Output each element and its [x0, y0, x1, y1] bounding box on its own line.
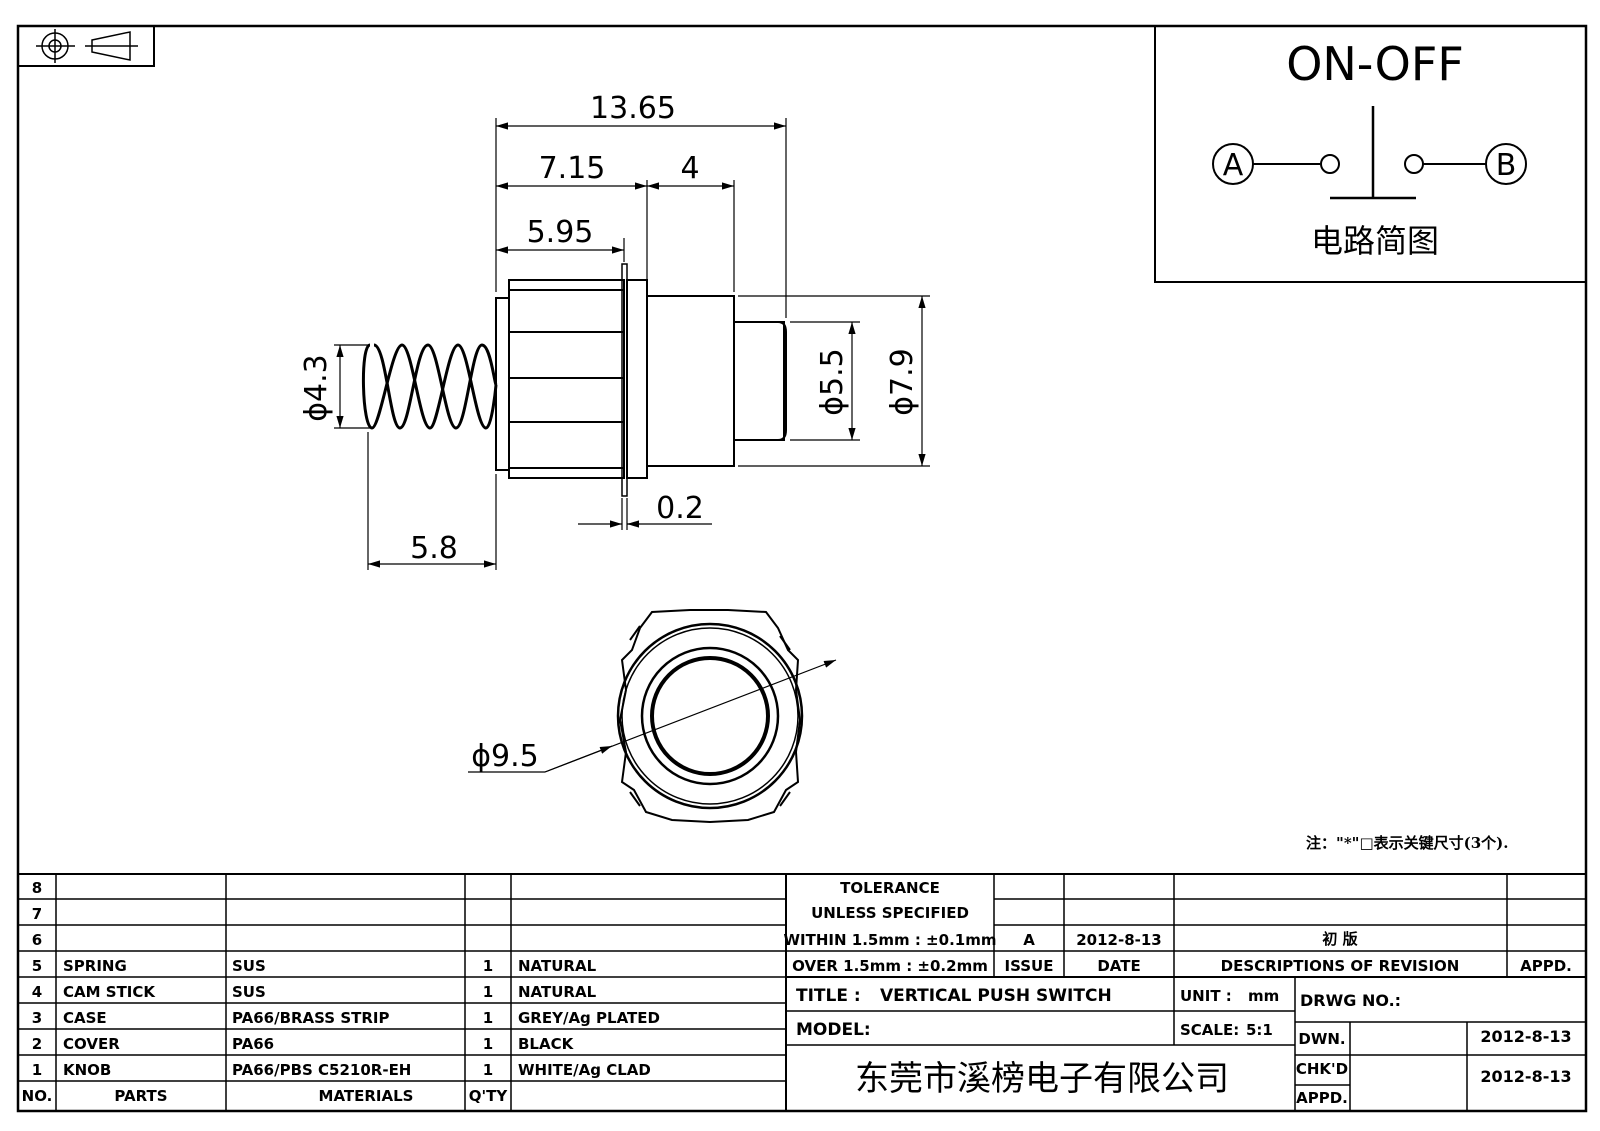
- bom-header-no: NO.: [22, 1087, 53, 1105]
- bom-header-materials: MATERIALS: [319, 1087, 414, 1105]
- drwg-no-label: DRWG NO.:: [1300, 991, 1401, 1010]
- bom-row-8-no: 8: [32, 879, 42, 897]
- dimension-labels: 13.65 7.15 4 5.95 ϕ4.3 ϕ5.5 ϕ7.9 0.2 5.8: [299, 91, 920, 566]
- bom-row-3-finish: GREY/Ag PLATED: [518, 1009, 660, 1027]
- terminal-b-label: B: [1496, 148, 1517, 183]
- dim-flange-dia: ϕ9.5: [471, 739, 539, 774]
- circuit-diagram: ON-OFF A B 电路简图: [1154, 25, 1587, 283]
- bom-row-4-qty: 1: [483, 983, 493, 1001]
- dim-cover-dia: ϕ7.9: [885, 348, 920, 416]
- title-block-grid: [18, 873, 1586, 1111]
- model-label: MODEL:: [796, 1020, 871, 1040]
- unit-label: UNIT :: [1180, 987, 1232, 1005]
- spring-drawing: [361, 343, 498, 430]
- circuit-title: ON-OFF: [1286, 37, 1464, 91]
- title-info: TITLE : VERTICAL PUSH SWITCH UNIT : mm D…: [796, 986, 1572, 1107]
- dim-case-length: 5.95: [527, 215, 594, 250]
- bom-row-5-finish: NATURAL: [518, 957, 597, 975]
- bom-row-2-qty: 1: [483, 1035, 493, 1053]
- dwn-date: 2012-8-13: [1480, 1027, 1571, 1046]
- bom-row-4-finish: NATURAL: [518, 983, 597, 1001]
- key-dimension-note: 注："*"□表示关键尺寸(3个).: [1306, 834, 1509, 852]
- bom-row-2-no: 2: [32, 1035, 42, 1053]
- bom-row-5-material: SUS: [232, 957, 266, 975]
- chkd-date: 2012-8-13: [1480, 1067, 1571, 1086]
- bom-row-3-material: PA66/BRASS STRIP: [232, 1009, 390, 1027]
- bom-row-4-no: 4: [32, 983, 42, 1001]
- dwn-label: DWN.: [1298, 1030, 1345, 1048]
- dim-knob-dia: ϕ5.5: [815, 348, 850, 416]
- bom-row-2-finish: BLACK: [518, 1035, 575, 1053]
- bom-row-3-part: CASE: [63, 1009, 107, 1027]
- revision-issue: A: [1023, 931, 1035, 949]
- scale-label: SCALE:: [1180, 1021, 1239, 1039]
- bom-row-1-qty: 1: [483, 1061, 493, 1079]
- revision-desc-label: DESCRIPTIONS OF REVISION: [1221, 957, 1460, 975]
- bom-table: 8 7 6 5 SPRING SUS 1 NATURAL 4 CAM STICK…: [22, 879, 660, 1105]
- dim-knob-length: 7.15: [539, 151, 606, 186]
- dim-overall-length: 13.65: [590, 91, 676, 126]
- revision-date: 2012-8-13: [1076, 931, 1162, 949]
- flange-dimension: [468, 659, 837, 773]
- side-view: [361, 263, 787, 497]
- chkd-label: CHK'D: [1296, 1060, 1348, 1078]
- bom-row-5-no: 5: [32, 957, 42, 975]
- projection-symbol-icon: [17, 25, 155, 67]
- appd-label: APPD.: [1296, 1089, 1348, 1107]
- terminal-a-label: A: [1223, 148, 1244, 183]
- sheet-border: [16, 24, 1588, 1113]
- bom-row-2-part: COVER: [63, 1035, 120, 1053]
- dim-cover-length: 4: [680, 151, 699, 186]
- bom-row-5-qty: 1: [483, 957, 493, 975]
- dimension-lines: [334, 118, 930, 570]
- front-view: [616, 609, 804, 824]
- tolerance-line-1: TOLERANCE: [840, 879, 940, 897]
- company-name: 东莞市溪榜电子有限公司: [855, 1059, 1229, 1099]
- bom-row-3-qty: 1: [483, 1009, 493, 1027]
- revision-issue-label: ISSUE: [1005, 957, 1054, 975]
- drawing-title: VERTICAL PUSH SWITCH: [880, 986, 1112, 1006]
- revision-date-label: DATE: [1097, 957, 1140, 975]
- bom-row-1-finish: WHITE/Ag CLAD: [518, 1061, 651, 1079]
- bom-header-parts: PARTS: [114, 1087, 167, 1105]
- dim-spring-length: 5.8: [410, 531, 458, 566]
- unit-value: mm: [1248, 987, 1279, 1005]
- tolerance-line-2: UNLESS SPECIFIED: [811, 904, 969, 922]
- bom-row-5-part: SPRING: [63, 957, 127, 975]
- bom-header-qty: Q'TY: [469, 1087, 509, 1105]
- bom-row-3-no: 3: [32, 1009, 42, 1027]
- tolerance-line-4: OVER 1.5mm : ±0.2mm: [792, 957, 988, 975]
- dim-spring-dia: ϕ4.3: [299, 354, 334, 422]
- tolerance-line-3: WITHIN 1.5mm : ±0.1mm: [784, 931, 997, 949]
- bom-row-2-material: PA66: [232, 1035, 274, 1053]
- dim-strip-thickness: 0.2: [656, 491, 704, 526]
- bom-row-1-no: 1: [32, 1061, 42, 1079]
- bom-row-1-part: KNOB: [63, 1061, 111, 1079]
- revision-appd-label: APPD.: [1520, 957, 1572, 975]
- bom-row-6-no: 6: [32, 931, 42, 949]
- bom-row-4-part: CAM STICK: [63, 983, 156, 1001]
- scale-value: 5:1: [1246, 1021, 1273, 1039]
- title-label: TITLE :: [796, 986, 861, 1006]
- revision-description: 初 版: [1322, 930, 1357, 948]
- circuit-caption: 电路简图: [1311, 222, 1439, 260]
- bom-row-1-material: PA66/PBS C5210R-EH: [232, 1061, 411, 1079]
- bom-row-7-no: 7: [32, 905, 42, 923]
- tolerance-block: TOLERANCE UNLESS SPECIFIED WITHIN 1.5mm …: [784, 879, 997, 975]
- revision-block: A 2012-8-13 初 版 ISSUE DATE DESCRIPTIONS …: [1005, 930, 1572, 975]
- bom-row-4-material: SUS: [232, 983, 266, 1001]
